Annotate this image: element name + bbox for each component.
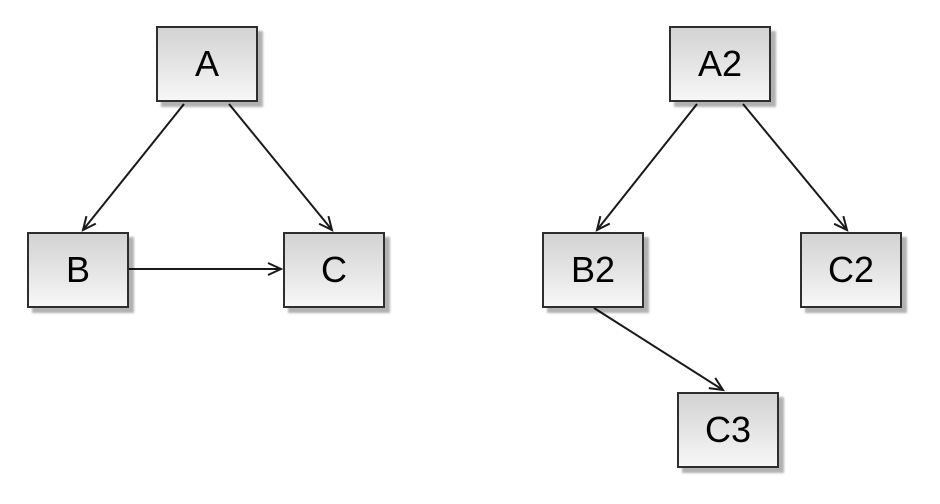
node-C3-label: C3 bbox=[704, 409, 752, 450]
edge-A-to-C bbox=[228, 103, 334, 232]
node-B2-label: B2 bbox=[570, 249, 616, 290]
node-C[interactable]: C bbox=[283, 232, 385, 308]
edge-B2-to-C3 bbox=[593, 307, 726, 392]
node-A2[interactable]: A2 bbox=[669, 26, 771, 102]
node-A-label: A bbox=[194, 43, 219, 84]
node-C3[interactable]: C3 bbox=[677, 392, 779, 468]
node-C2[interactable]: C2 bbox=[800, 232, 902, 308]
edge-A2-to-B2 bbox=[595, 103, 698, 232]
node-B[interactable]: B bbox=[27, 232, 129, 308]
edge-A2-to-C2 bbox=[742, 103, 849, 232]
node-C-label: C bbox=[321, 249, 347, 290]
node-B-label: B bbox=[65, 249, 90, 290]
node-B2[interactable]: B2 bbox=[542, 232, 644, 308]
node-A[interactable]: A bbox=[156, 26, 258, 102]
node-A2-label: A2 bbox=[697, 43, 743, 84]
node-C2-label: C2 bbox=[827, 249, 875, 290]
edge-A-to-B bbox=[81, 103, 185, 232]
